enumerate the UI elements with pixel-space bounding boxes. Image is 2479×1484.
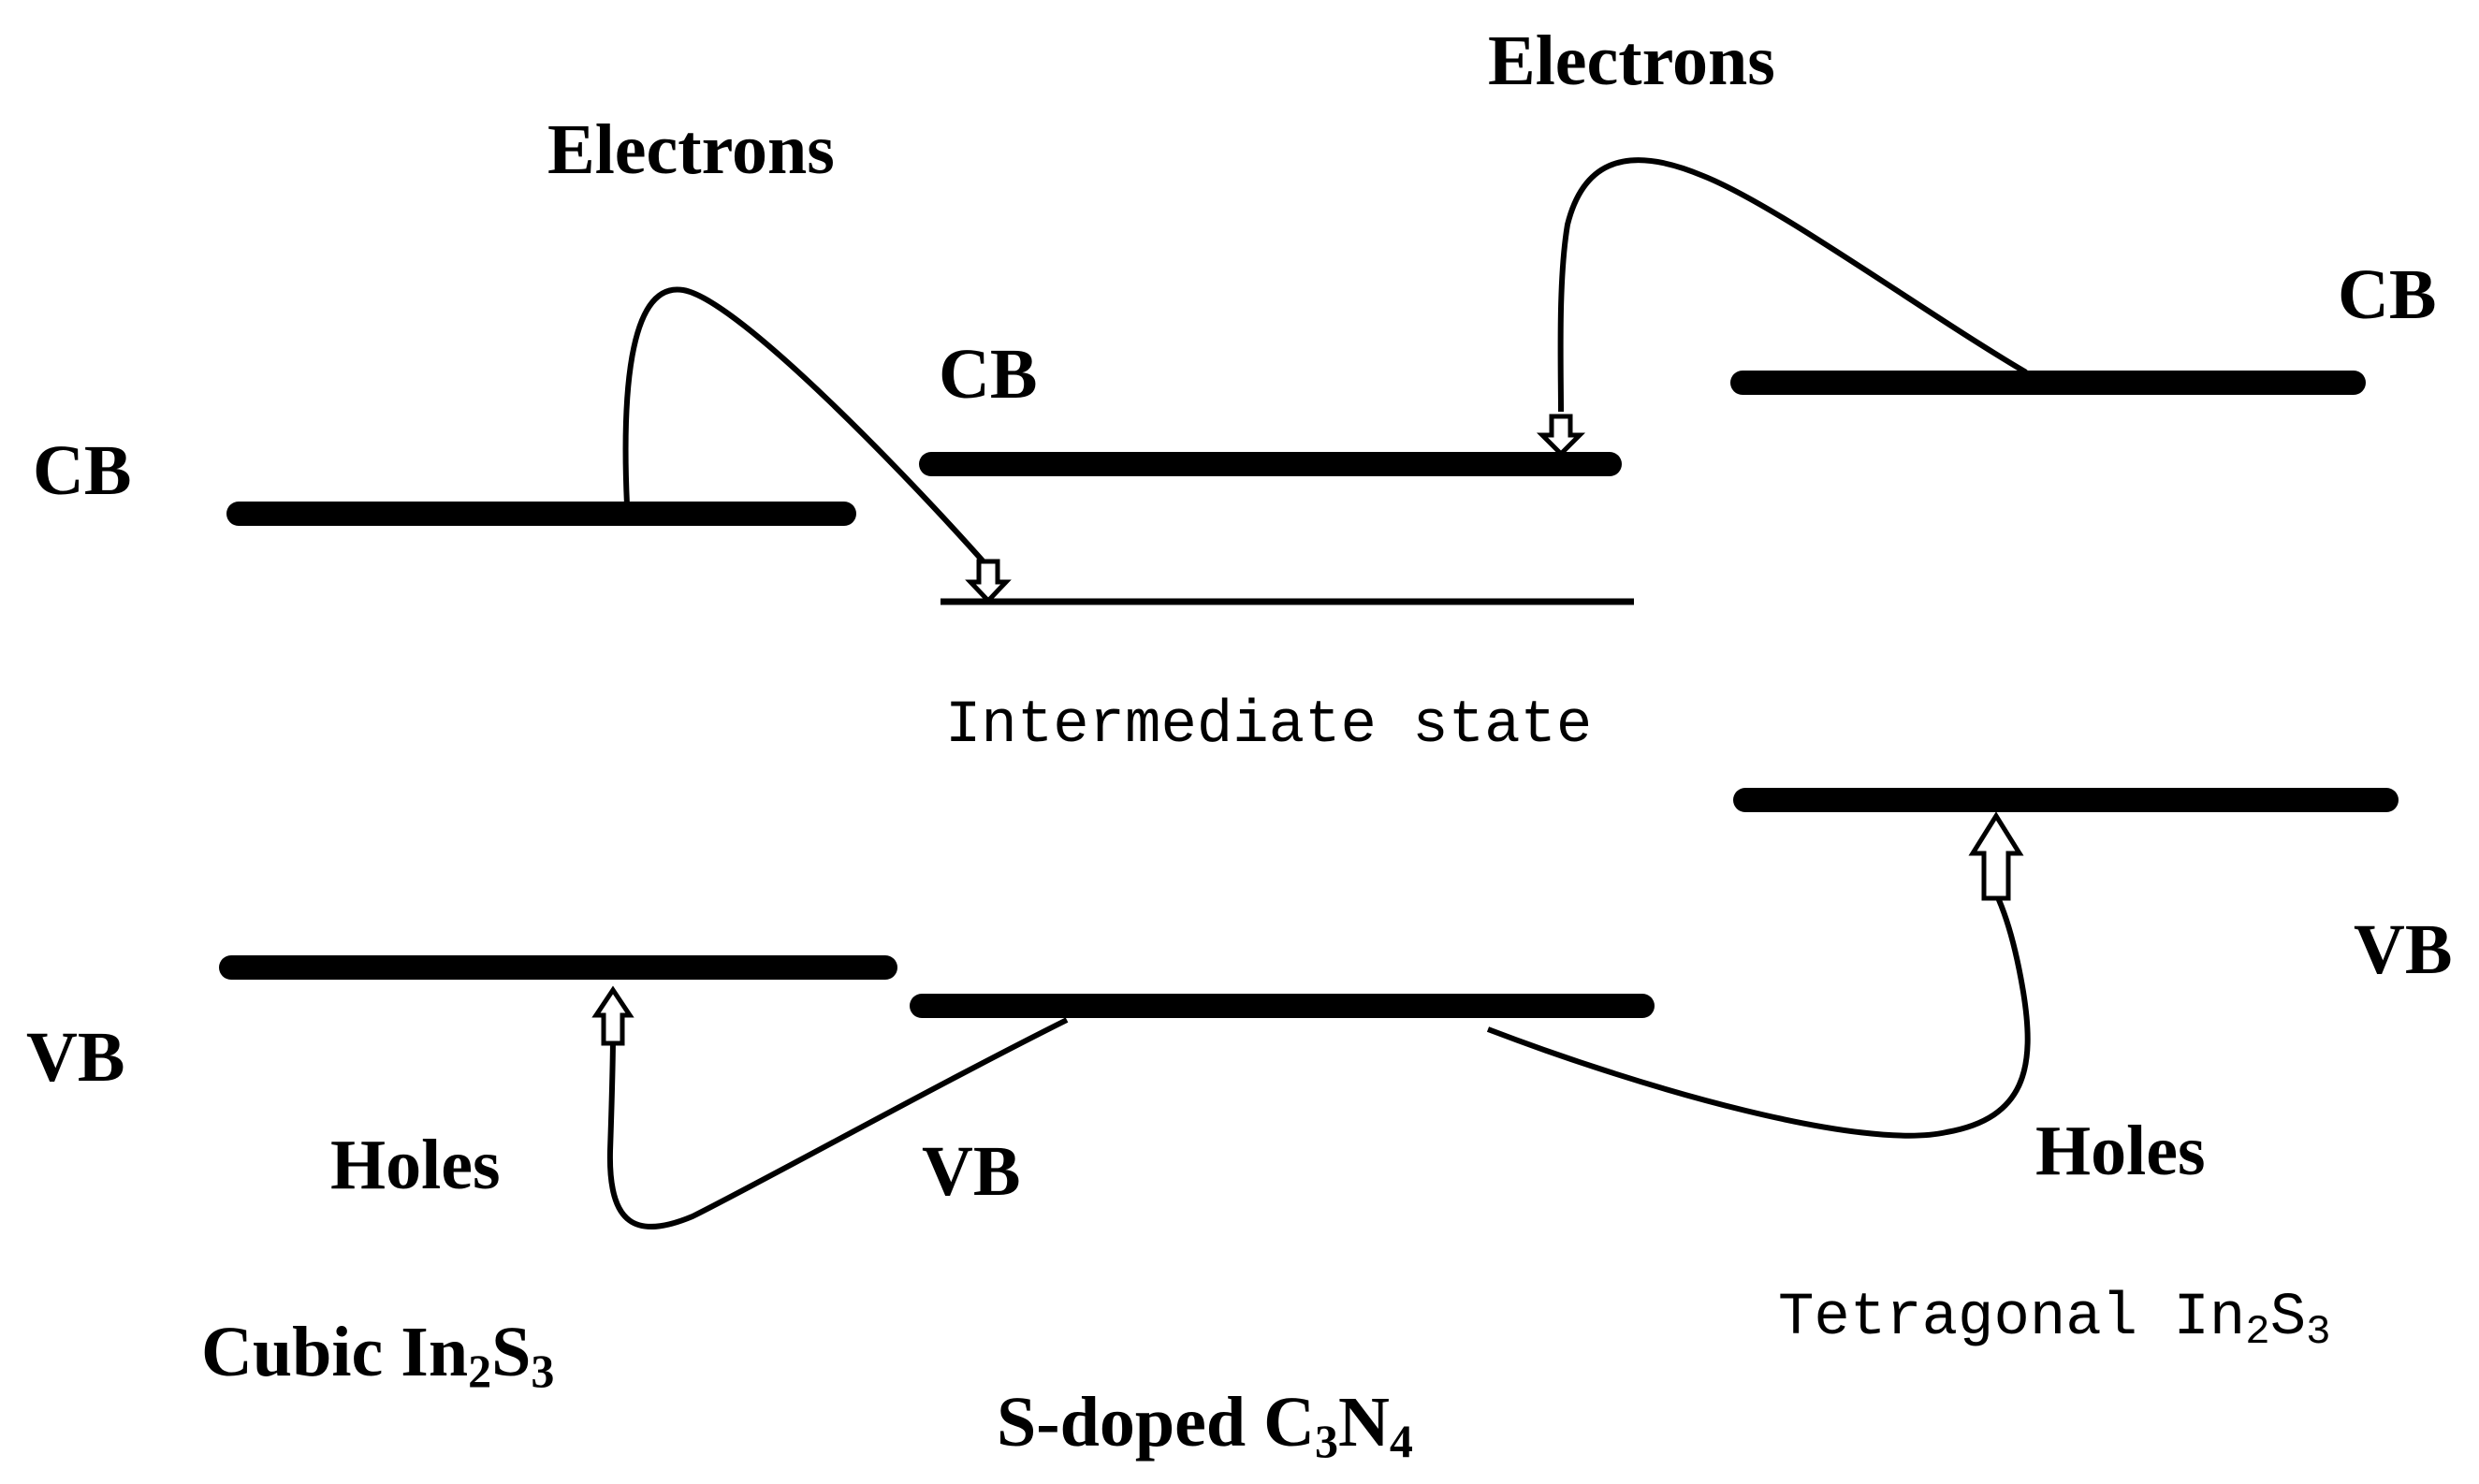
tetragonal-cb-label: CB	[2338, 255, 2437, 334]
intermediate-state-label: Intermediate state	[945, 692, 1592, 760]
hole-transfer-curve-left	[606, 1017, 1069, 1230]
electron-transfer-curve-right	[1557, 157, 2028, 413]
sdoped-cb-label: CB	[939, 335, 1038, 414]
tetragonal-holes-label: Holes	[2035, 1112, 2206, 1190]
hole-arrowhead-left	[591, 985, 634, 1046]
tetragonal-electrons-label: Electrons	[1488, 22, 1775, 100]
cubic-vb-label: VB	[26, 1018, 125, 1097]
cubic-electrons-label: Electrons	[547, 110, 835, 189]
electron-arrowhead-left	[965, 559, 1012, 604]
electron-transfer-curve-left	[622, 286, 990, 568]
cubic-holes-label: Holes	[330, 1126, 501, 1204]
sdoped-vb-label: VB	[922, 1132, 1021, 1211]
electron-arrowhead-right	[1536, 414, 1586, 458]
cubic-in2s3-name: Cubic In2S3	[201, 1313, 554, 1397]
tetragonal-in2s3-name: Tetragonal In2S3	[1778, 1285, 2331, 1356]
hole-arrowhead-right	[1968, 811, 2024, 901]
cubic-cb-label: CB	[33, 431, 132, 510]
sdoped-c3n4-name: S-doped C3N4	[997, 1383, 1413, 1467]
tetragonal-vb-label: VB	[2354, 910, 2453, 989]
hole-transfer-curve-right	[1486, 892, 2031, 1139]
